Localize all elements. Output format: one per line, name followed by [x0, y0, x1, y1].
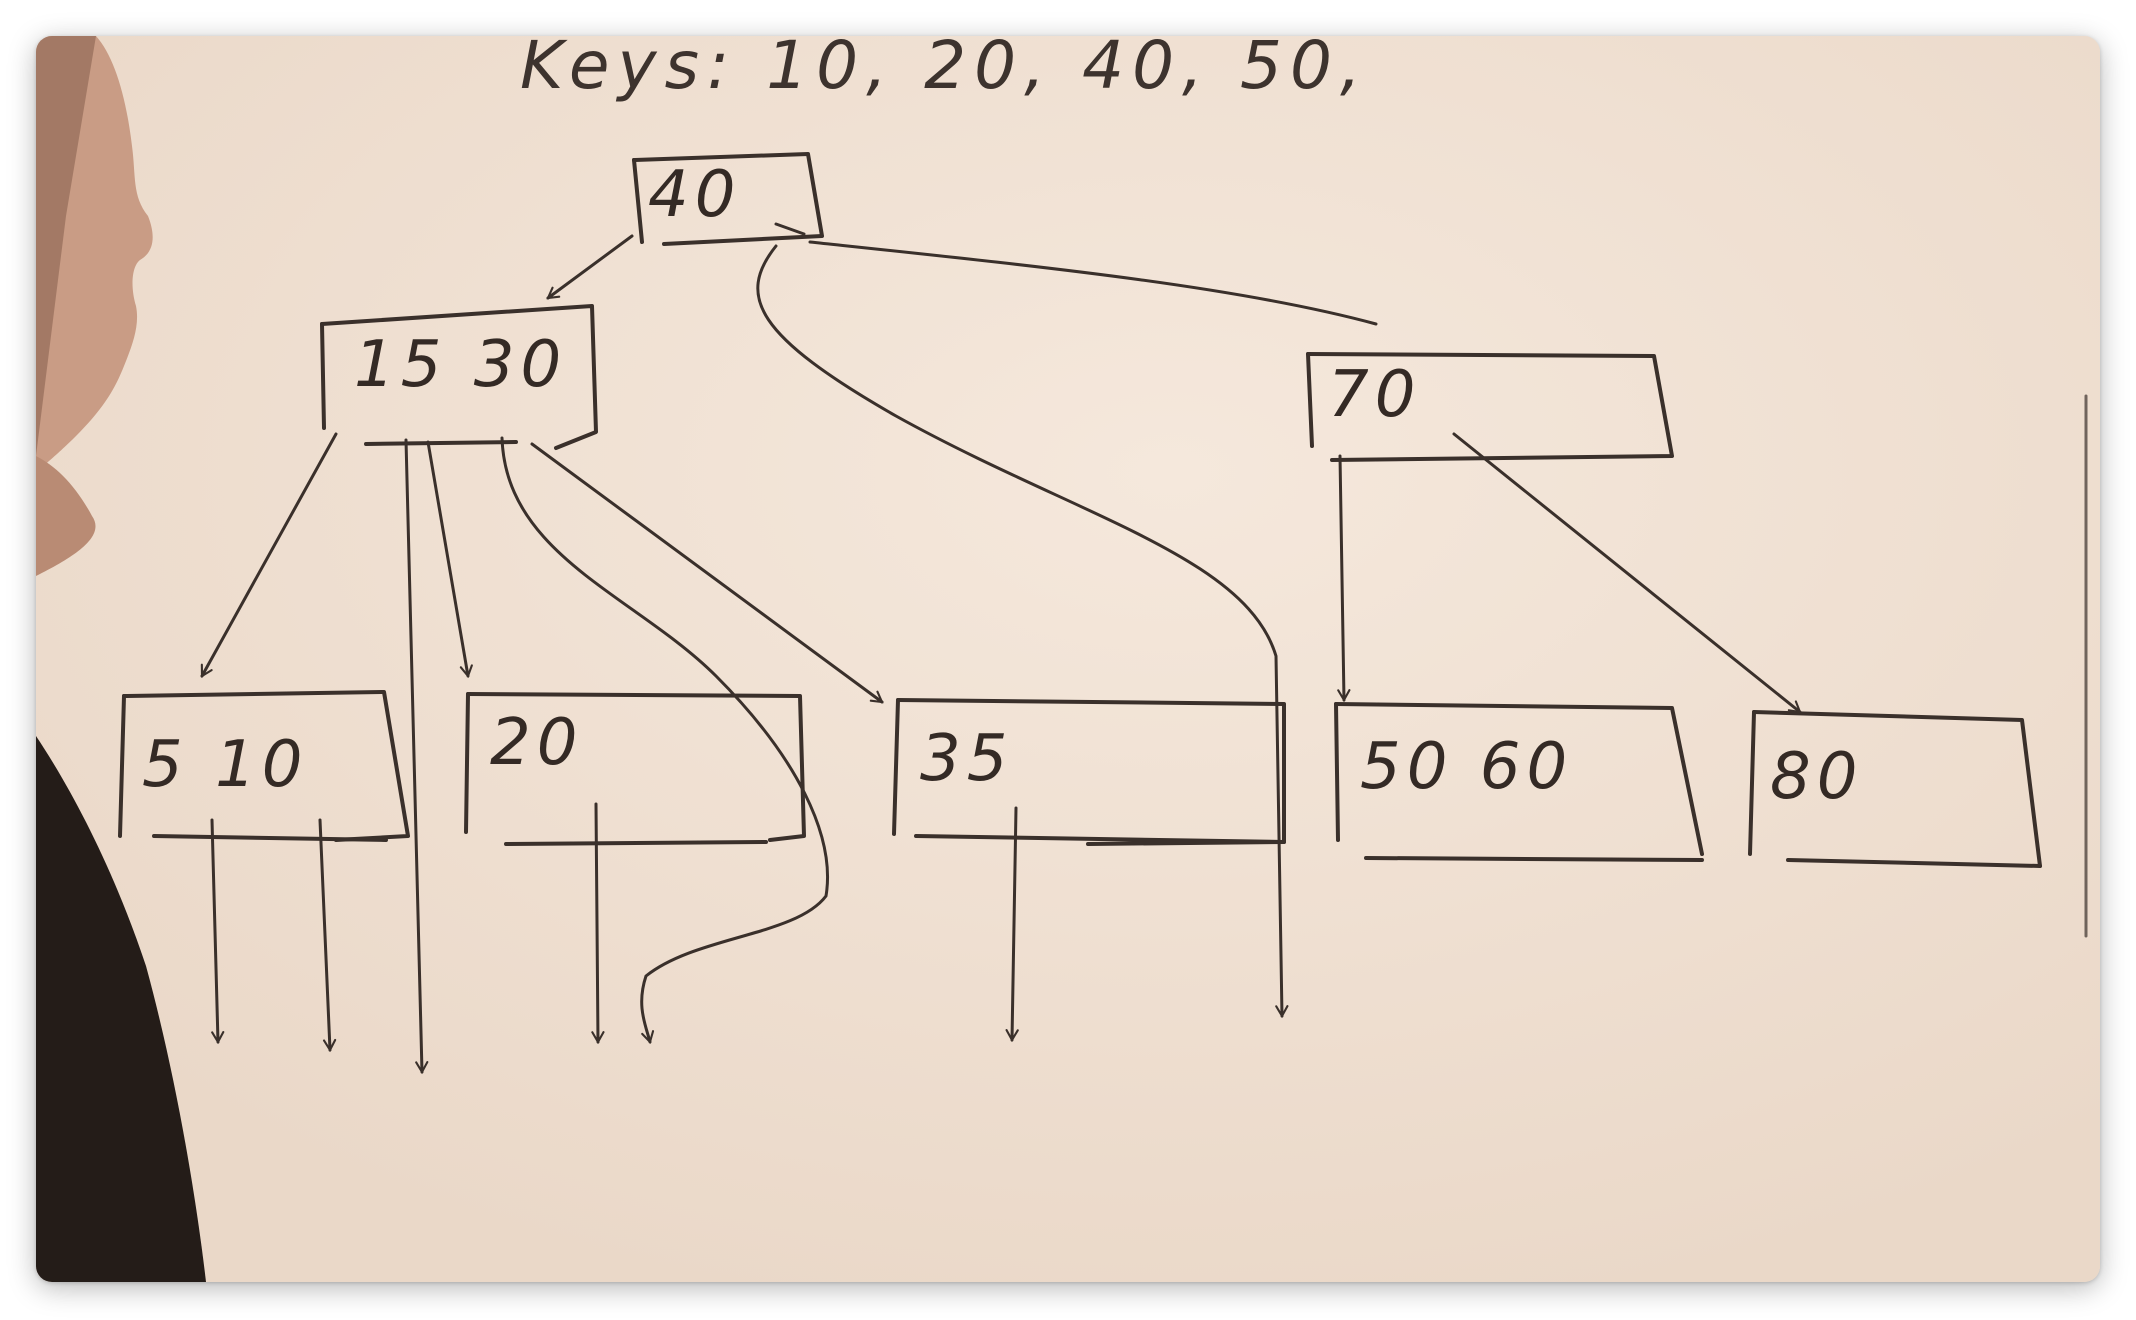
pointer-root-to-left [546, 234, 634, 300]
leaf-2-keys: 20 [490, 706, 583, 780]
root-pointers [546, 222, 1378, 1019]
root-node: 40 [632, 152, 824, 246]
internal-node-right: 70 [1306, 352, 1674, 462]
internal-left-keys: 15 30 [354, 328, 567, 402]
board-surface [36, 36, 2100, 1282]
leaf-3-keys: 35 [920, 722, 1013, 796]
pointer-leaf3 [1005, 806, 1019, 1043]
pointer-30-curve [500, 436, 829, 1045]
internal-right-keys: 70 [1328, 358, 1421, 432]
pointer-15-30 [404, 438, 429, 1075]
pointer-leaf2 [591, 802, 605, 1045]
pointer-70-left [1337, 454, 1351, 703]
pointer-to-20 [426, 440, 473, 679]
leaf-node-1: 5 10 [118, 690, 410, 842]
whiteboard: Keys: 10, 20, 40, 50, 40 15 30 70 5 10 [36, 36, 2100, 1282]
leaf-4-keys: 50 60 [1360, 730, 1573, 804]
pointer-70-right [1452, 432, 1802, 714]
leaf-node-4: 50 60 [1334, 702, 1704, 862]
pointer-leaf1-b [318, 818, 337, 1053]
pointer-30-right [530, 442, 884, 704]
pointer-15-left [200, 432, 338, 678]
leaf-5-keys: 80 [1770, 740, 1863, 814]
internal-right-pointers [1337, 432, 1802, 714]
root-keys: 40 [648, 158, 741, 232]
leaf-node-5: 80 [1748, 710, 2042, 868]
internal-left-pointers [200, 432, 884, 1075]
leaf-down-pointers [210, 802, 1019, 1053]
pointer-leaf1-a [210, 818, 225, 1045]
keys-caption: Keys: 10, 20, 40, 50, [520, 36, 1369, 104]
pointer-root-to-overflow [756, 244, 1289, 1019]
leaf-node-2: 20 [464, 692, 806, 846]
video-frame: Keys: 10, 20, 40, 50, 40 15 30 70 5 10 [36, 36, 2100, 1282]
leaf-1-keys: 5 10 [142, 728, 309, 802]
presenter [36, 36, 206, 1282]
internal-node-left: 15 30 [320, 304, 598, 450]
leaf-node-3: 35 [892, 698, 1286, 846]
